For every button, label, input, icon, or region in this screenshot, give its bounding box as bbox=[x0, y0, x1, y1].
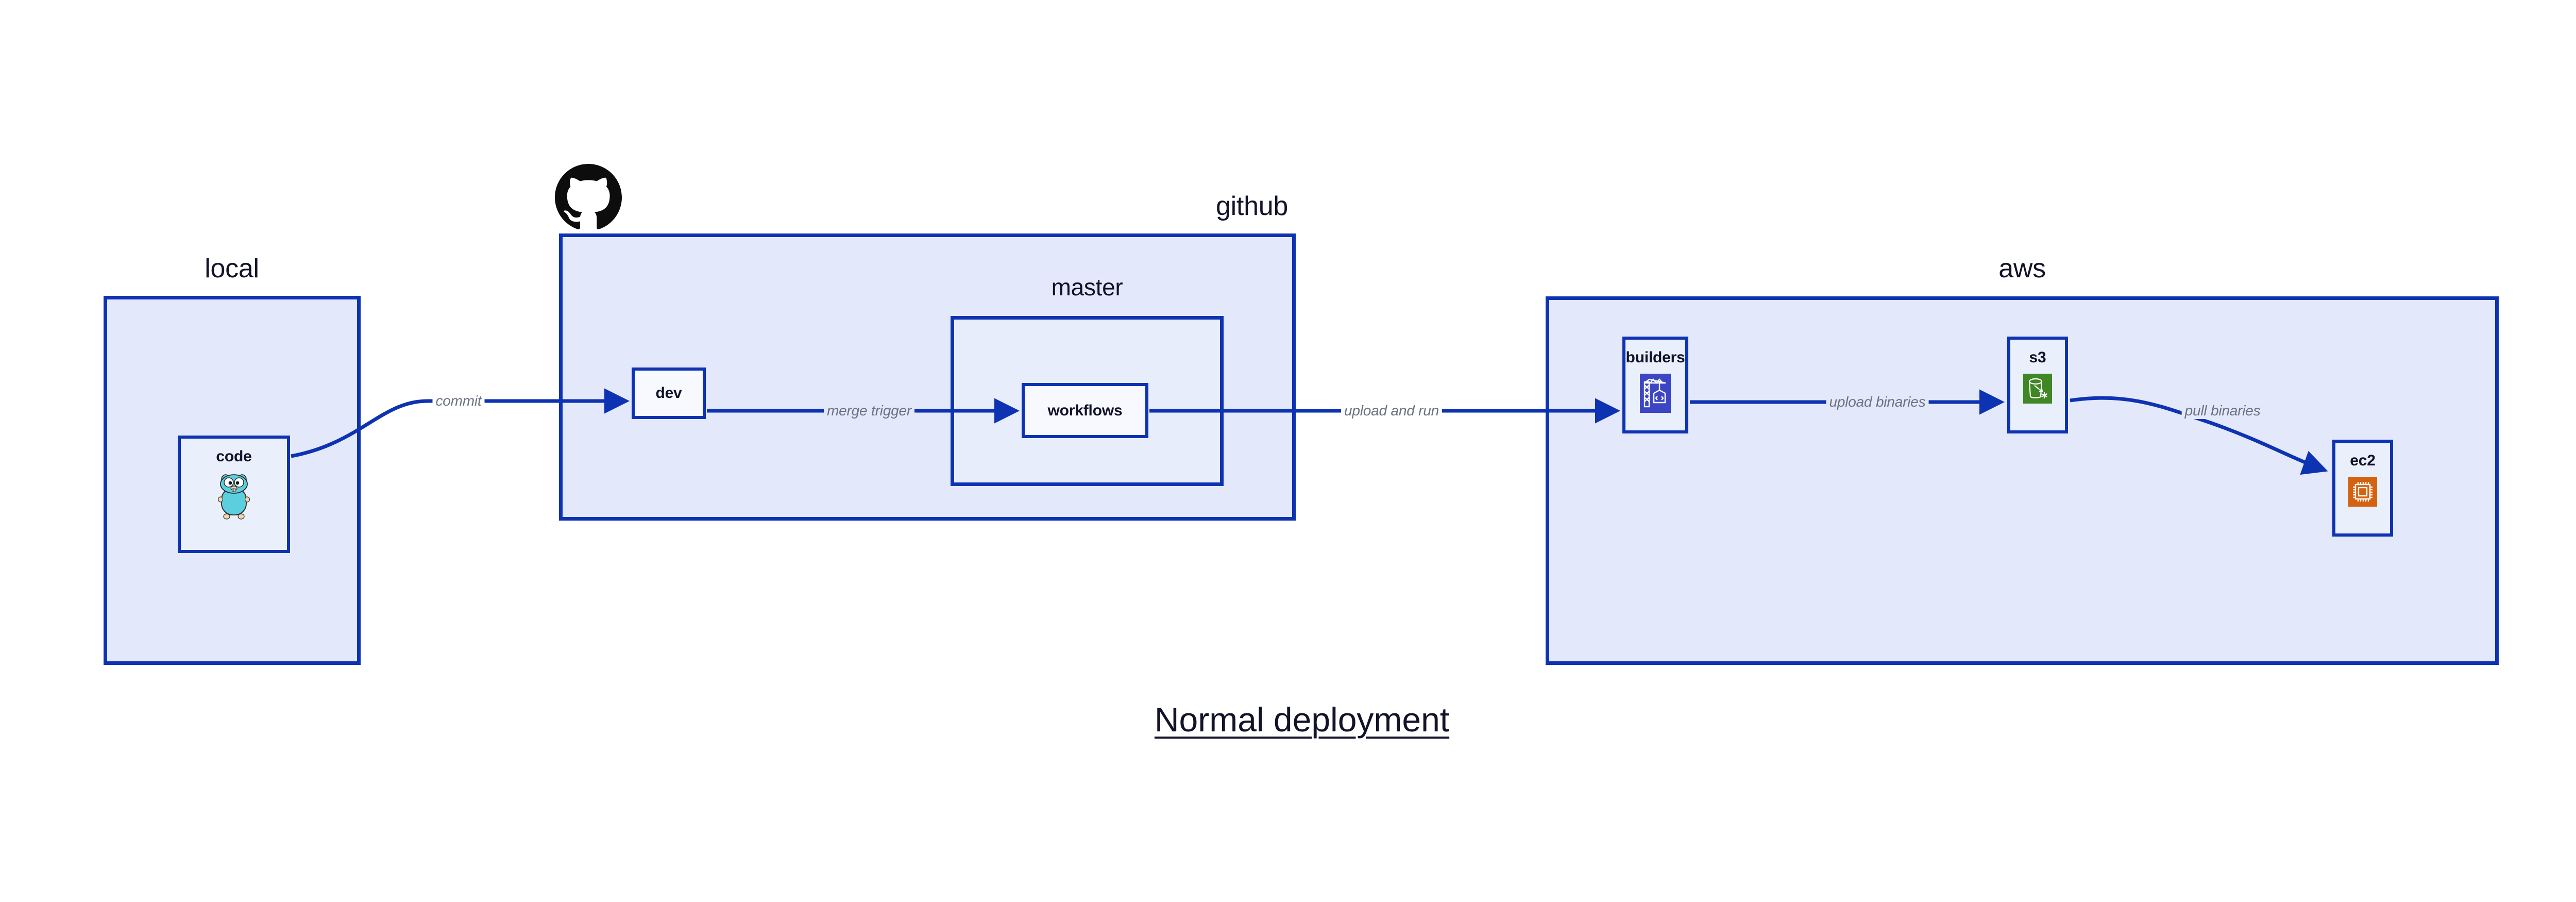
node-workflows-label: workflows bbox=[1047, 402, 1123, 419]
cluster-local-title: local bbox=[205, 254, 259, 283]
go-gopher-icon bbox=[215, 473, 252, 520]
node-ec2-label: ec2 bbox=[2350, 452, 2376, 469]
cluster-master-title: master bbox=[1051, 274, 1123, 300]
edge-label-upload-and-run: upload and run bbox=[1341, 403, 1443, 419]
cluster-github-title: github bbox=[1216, 191, 1288, 221]
aws-ec2-icon bbox=[2348, 477, 2377, 507]
node-dev[interactable]: dev bbox=[632, 368, 706, 419]
node-builders[interactable]: builders bbox=[1622, 337, 1688, 433]
edge-label-upload-binaries: upload binaries bbox=[1826, 394, 1929, 410]
aws-s3-icon bbox=[2023, 374, 2052, 404]
node-ec2[interactable]: ec2 bbox=[2332, 440, 2393, 537]
node-code-label: code bbox=[216, 448, 252, 465]
diagram-title: Normal deployment bbox=[1154, 700, 1450, 739]
node-dev-label: dev bbox=[655, 385, 682, 402]
node-builders-label: builders bbox=[1625, 349, 1685, 366]
node-s3-label: s3 bbox=[2029, 349, 2046, 366]
node-workflows[interactable]: workflows bbox=[1022, 383, 1148, 438]
edge-label-pull-binaries: pull binaries bbox=[2181, 403, 2264, 419]
cluster-aws-title: aws bbox=[1998, 254, 2046, 283]
node-s3[interactable]: s3 bbox=[2007, 337, 2068, 433]
node-code[interactable]: code bbox=[178, 436, 290, 553]
edge-label-commit: commit bbox=[432, 393, 485, 409]
github-octocat-icon bbox=[555, 164, 622, 231]
edge-label-merge-trigger: merge trigger bbox=[824, 403, 914, 419]
aws-codebuild-icon bbox=[1640, 374, 1671, 413]
